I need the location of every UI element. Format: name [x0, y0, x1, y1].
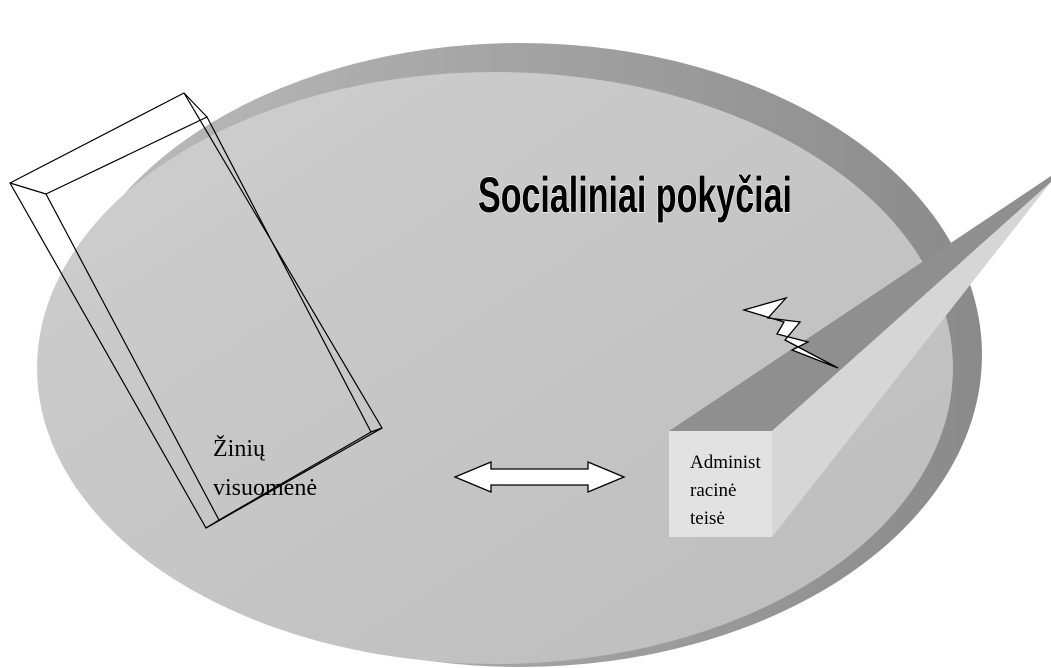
administrative-law-label-line3: teisė [690, 508, 725, 529]
box-edge [370, 427, 383, 433]
beam-side-face [772, 182, 1051, 537]
knowledge-society-label-line1: Žinių [213, 436, 266, 462]
administrative-law-beam [669, 176, 1051, 537]
box-edge [9, 182, 47, 195]
beam-top-face [669, 176, 1051, 431]
box-edge [183, 92, 208, 118]
administrative-law-label-line1: Administ [690, 452, 761, 473]
diagram-title: Socialiniai pokyčiai [478, 167, 792, 223]
double-arrow-icon [453, 461, 626, 493]
box-edge [205, 519, 220, 529]
beam-front-face [669, 431, 772, 537]
knowledge-society-label-line2: visuomenė [213, 475, 317, 501]
lightning-bolt-icon [741, 296, 839, 369]
knowledge-society-box [9, 92, 383, 529]
administrative-law-label-line2: racinė [690, 480, 736, 501]
